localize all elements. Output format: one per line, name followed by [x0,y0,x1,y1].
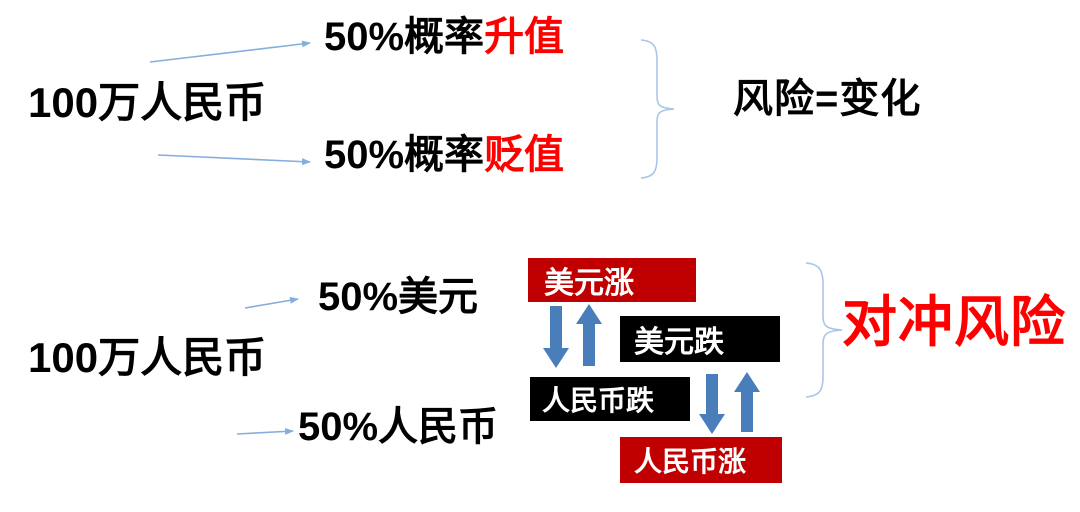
branch-highlight: 贬值 [484,133,565,177]
top-source-label: 100万人民币 [28,79,267,126]
top-branch-appreciate: 50%概率升值 [324,15,564,59]
brace-hedge [805,262,843,398]
hedge-risk-label: 对冲风险 [842,291,1067,353]
arrow-bottom-to-rmb [236,427,294,435]
branch-prefix: 50%概率 [324,133,485,177]
box-rmb-fall: 人民币跌 [530,377,690,421]
up-arrow-icon [576,304,602,366]
bottom-branch-usd: 50%美元 [318,275,479,319]
branch-highlight: 升值 [484,15,565,59]
arrow-top-to-depreciate [157,154,311,166]
arrow-bottom-to-usd [244,296,299,309]
down-arrow-icon [543,306,569,368]
brace-risk [640,39,675,179]
box-usd-rise: 美元涨 [528,258,696,302]
box-rmb-rise: 人民币涨 [620,437,782,483]
risk-equals-change-label: 风险=变化 [733,77,922,121]
down-arrow-icon [699,374,725,434]
bottom-source-label: 100万人民币 [28,334,267,381]
bottom-branch-rmb: 50%人民币 [298,405,499,449]
top-branch-depreciate: 50%概率贬值 [324,133,564,177]
up-arrow-icon [734,372,760,432]
box-usd-fall: 美元跌 [620,316,780,362]
branch-prefix: 50%概率 [324,15,485,59]
arrow-top-to-appreciate [149,40,311,63]
